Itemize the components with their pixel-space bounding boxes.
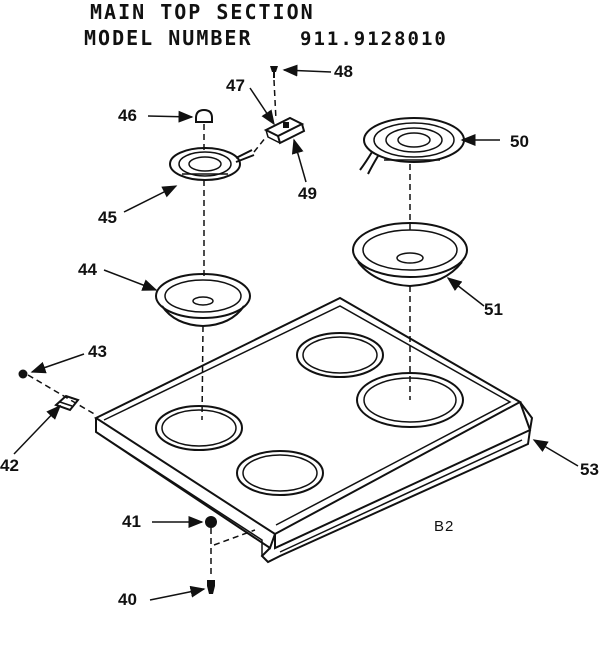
model-number-label: MODEL NUMBER — [84, 26, 253, 50]
burner-opening-rear-left — [296, 332, 384, 378]
small-drip-bowl — [155, 273, 251, 328]
burner-opening-front-left — [155, 405, 243, 451]
screw-40 — [207, 580, 215, 594]
callout-44: 44 — [78, 260, 97, 279]
terminal-block — [263, 116, 306, 145]
callout-41: 41 — [122, 512, 141, 531]
screw — [270, 66, 278, 78]
callout-48: 48 — [334, 62, 353, 81]
burner-opening-rear-right — [356, 372, 464, 428]
large-drip-bowl — [352, 222, 468, 288]
callout-47: 47 — [226, 76, 245, 95]
callout-53: 53 — [580, 460, 599, 479]
leader-arrows — [13, 64, 579, 601]
clip — [54, 394, 80, 412]
element-support-cap — [195, 108, 213, 123]
assembly-lines — [27, 79, 411, 578]
large-surface-element — [359, 117, 465, 175]
callout-50: 50 — [510, 132, 529, 151]
nut-43 — [18, 369, 28, 379]
sheet-id: B2 — [434, 518, 455, 535]
callout-46: 46 — [118, 106, 137, 125]
callout-49: 49 — [298, 184, 317, 203]
nut-41 — [205, 516, 217, 528]
callout-40: 40 — [118, 590, 137, 609]
model-number-value: 911.9128010 — [300, 28, 448, 50]
callout-42: 42 — [0, 456, 19, 475]
diagram-title: MAIN TOP SECTION — [90, 0, 315, 24]
callout-45: 45 — [98, 208, 117, 227]
main-top-panel — [93, 296, 534, 564]
callout-51: 51 — [484, 300, 503, 319]
callout-43: 43 — [88, 342, 107, 361]
small-surface-element — [169, 147, 255, 181]
burner-opening-front-right — [236, 450, 324, 496]
